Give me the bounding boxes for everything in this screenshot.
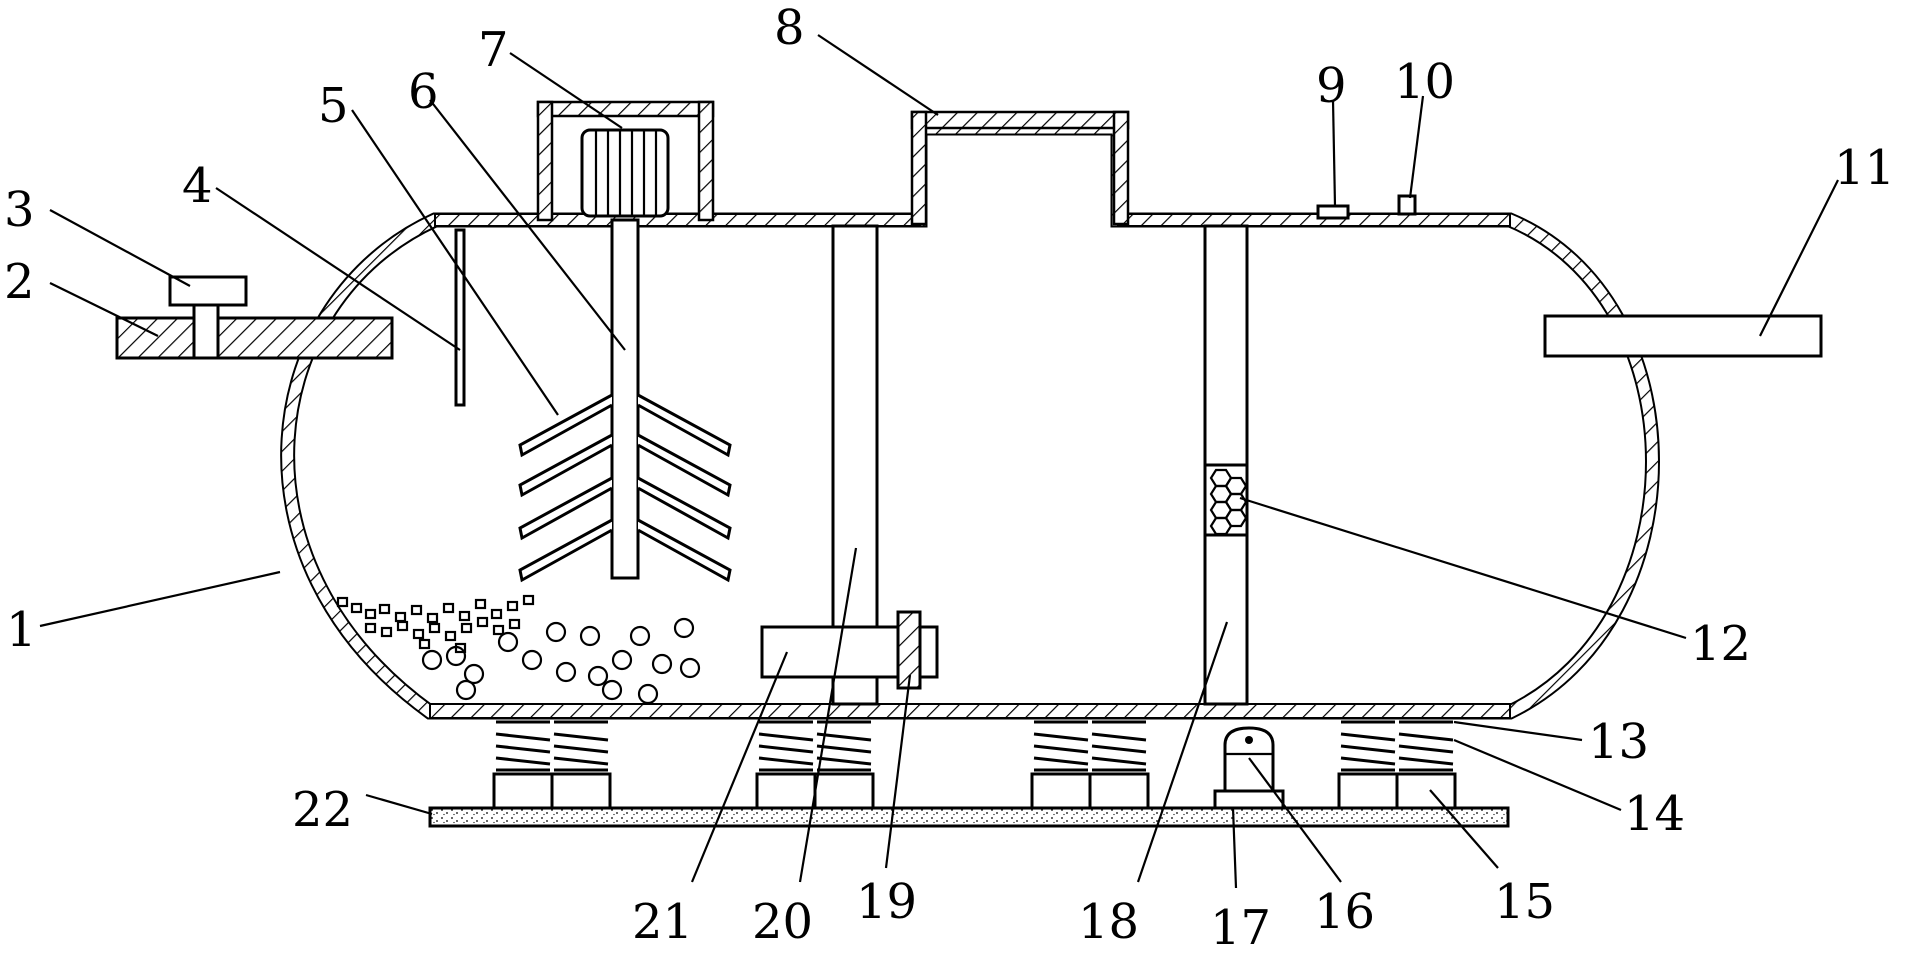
label-5: 5 bbox=[318, 78, 349, 134]
outlet-pipe bbox=[1543, 314, 1823, 358]
label-7: 7 bbox=[478, 22, 509, 78]
label-6: 6 bbox=[408, 64, 439, 120]
motor-housing bbox=[536, 100, 715, 222]
label-21: 21 bbox=[632, 894, 693, 950]
tank-shell bbox=[280, 120, 1660, 720]
partition-left bbox=[831, 224, 879, 706]
label-17: 17 bbox=[1210, 900, 1271, 953]
label-4: 4 bbox=[182, 158, 213, 214]
label-22: 22 bbox=[292, 782, 353, 838]
label-8: 8 bbox=[774, 0, 805, 56]
label-15: 15 bbox=[1494, 874, 1555, 930]
filter-mesh bbox=[1203, 463, 1249, 537]
motor-icon bbox=[580, 128, 670, 218]
label-14: 14 bbox=[1624, 786, 1685, 842]
label-12: 12 bbox=[1690, 616, 1751, 672]
label-10: 10 bbox=[1394, 54, 1455, 110]
feed-pipe bbox=[454, 228, 466, 407]
stirring-shaft bbox=[610, 218, 640, 580]
label-1: 1 bbox=[6, 602, 37, 658]
label-18: 18 bbox=[1078, 894, 1139, 950]
label-11: 11 bbox=[1834, 140, 1895, 196]
label-19: 19 bbox=[856, 874, 917, 930]
spring-damper-group-4 bbox=[1337, 720, 1457, 810]
label-16: 16 bbox=[1314, 884, 1375, 940]
sensor-9 bbox=[1316, 204, 1350, 220]
inlet-pipe bbox=[115, 303, 394, 360]
inlet-valve bbox=[168, 275, 248, 307]
label-3: 3 bbox=[4, 182, 35, 238]
leader-lines bbox=[39, 34, 1839, 889]
label-20: 20 bbox=[752, 894, 813, 950]
label-13: 13 bbox=[1588, 714, 1649, 770]
stirring-blades bbox=[518, 393, 732, 583]
base-plate bbox=[428, 806, 1510, 828]
label-9: 9 bbox=[1316, 58, 1347, 114]
label-2: 2 bbox=[4, 254, 35, 310]
number-labels: 1 2 3 4 5 6 7 8 9 10 11 12 13 14 15 16 1… bbox=[4, 0, 1895, 953]
vibration-motor bbox=[1213, 726, 1285, 810]
sensor-10 bbox=[1397, 194, 1417, 216]
sludge-particles bbox=[336, 594, 701, 705]
spring-damper-group-1 bbox=[492, 720, 612, 810]
spring-damper-group-3 bbox=[1030, 720, 1150, 810]
top-housing bbox=[910, 110, 1130, 226]
